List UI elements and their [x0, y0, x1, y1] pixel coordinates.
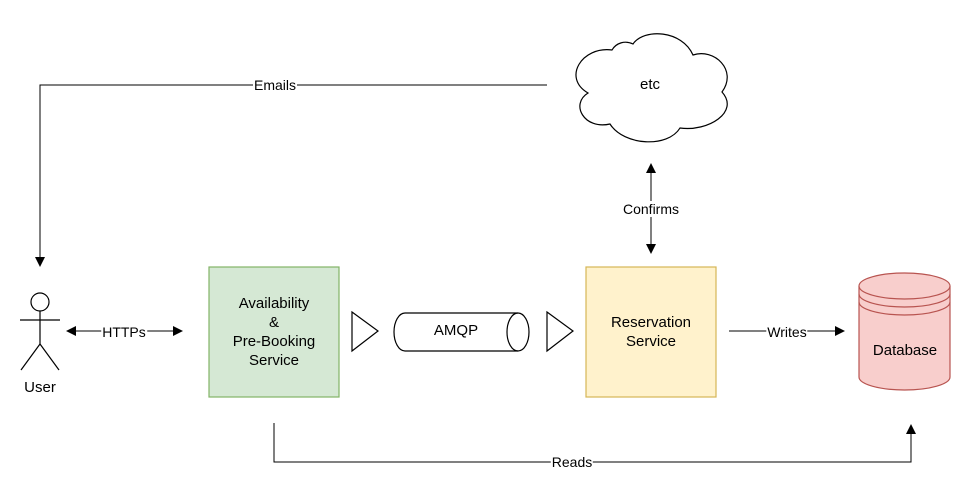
availability-service-box: [208, 266, 340, 398]
confirms-label: Confirms: [621, 201, 681, 217]
availability-line-2: &: [268, 314, 279, 331]
availability-line-1: Availability: [238, 295, 310, 312]
cloud-shape: [575, 33, 728, 143]
reads-label: Reads: [550, 454, 594, 470]
amqp-label: AMQP: [433, 322, 479, 339]
flow-triangle-right-icon: [546, 310, 575, 353]
reservation-line-1: Reservation: [610, 314, 692, 331]
user-label: User: [24, 379, 56, 396]
availability-service-label: Availability & Pre-Booking Service: [209, 267, 339, 397]
availability-line-4: Service: [248, 352, 300, 369]
cloud-label: etc: [639, 76, 661, 93]
reservation-service-label: Reservation Service: [586, 267, 716, 397]
reservation-line-2: Service: [625, 333, 677, 350]
user-actor-icon: [20, 292, 60, 371]
flow-triangle-left-icon: [351, 310, 380, 353]
database-label: Database: [872, 342, 938, 359]
emails-connector: [35, 84, 547, 267]
writes-label: Writes: [766, 324, 808, 340]
emails-label: Emails: [252, 77, 298, 93]
database-cylinder: [858, 272, 951, 391]
https-label: HTTPs: [101, 324, 147, 340]
reservation-service-box: [585, 266, 717, 398]
amqp-queue-cylinder: [393, 312, 530, 352]
availability-line-3: Pre-Booking: [232, 333, 316, 350]
